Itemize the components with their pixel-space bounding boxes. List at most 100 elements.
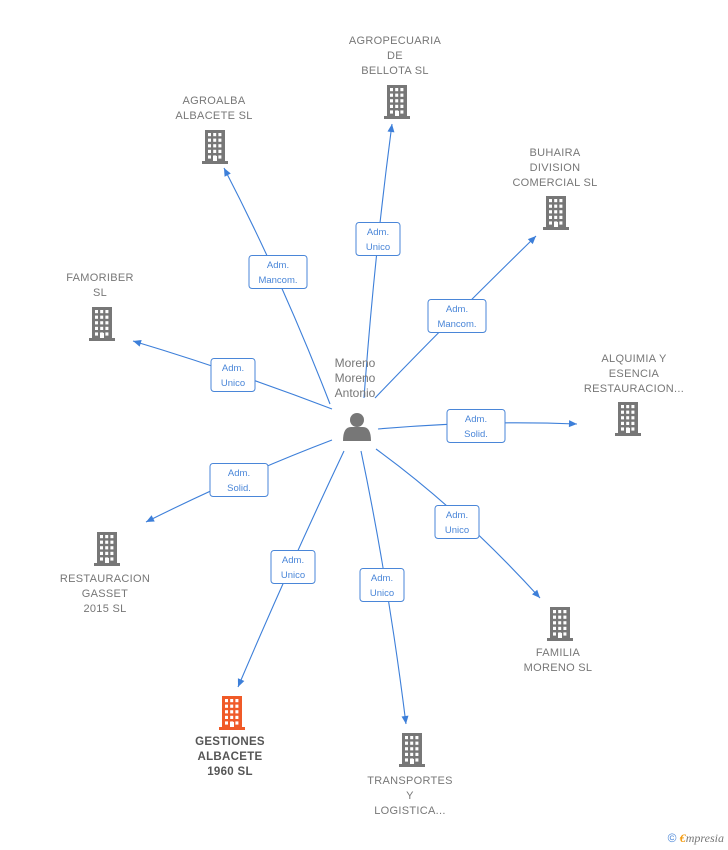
building-icon <box>94 532 120 566</box>
edge-label-box <box>355 222 401 256</box>
company-name-line: 1960 SL <box>207 766 253 778</box>
edge-label-line: Adm. <box>222 363 244 374</box>
arrowhead <box>532 589 540 598</box>
edge-label-line: Adm. <box>282 555 304 566</box>
building-icon <box>219 696 245 730</box>
company-name-line: BUHAIRA <box>530 147 581 159</box>
company-node-familia[interactable]: FAMILIA MORENO SL <box>524 607 593 674</box>
edge-role-label[interactable]: Adm. Unico <box>270 550 316 584</box>
edge-role-label[interactable]: Adm. Solid. <box>446 409 506 443</box>
edge-line <box>363 123 393 399</box>
edge-label-line: Adm. <box>446 510 468 521</box>
edges-layer: Adm.UnicoAdm.Mancom.Adm.Mancom.Adm.Unico… <box>132 123 578 725</box>
edge-buhaira: Adm.Mancom. <box>374 235 537 399</box>
company-name-line: MORENO SL <box>524 662 593 674</box>
edge-familia: Adm.Unico <box>375 448 541 599</box>
edge-alquimia: Adm. Solid. <box>377 409 578 443</box>
edge-label-line: Mancom. <box>258 275 297 286</box>
edge-label-box <box>434 505 480 539</box>
company-name-line: FAMORIBER <box>66 272 134 284</box>
company-name-line: 2015 SL <box>83 603 126 615</box>
arrowhead <box>401 715 409 724</box>
edge-role-label[interactable]: Adm.Mancom. <box>427 299 487 333</box>
arrowhead <box>224 168 231 177</box>
company-name-line: GASSET <box>82 588 128 600</box>
edge-label-line: Unico <box>281 570 305 581</box>
edge-role-label[interactable]: Adm. Solid. <box>209 463 269 497</box>
person-name-line: Antonio <box>335 386 376 400</box>
building-icon <box>384 85 410 119</box>
company-node-transportes[interactable]: TRANSPORTES Y LOGISTICA... <box>367 733 453 817</box>
company-node-restauracion[interactable]: RESTAURACION GASSET 2015 SL <box>60 532 150 615</box>
arrowhead <box>568 420 577 428</box>
arrowhead <box>133 339 142 347</box>
edge-label-line: Adm. <box>465 414 487 425</box>
edge-role-label[interactable]: Adm. Mancom. <box>248 255 308 289</box>
person-name-line: Moreno <box>335 356 376 370</box>
footer-brand: © €mpresia <box>668 831 724 846</box>
company-name-line: ESENCIA <box>609 368 660 380</box>
edge-gestiones: Adm. Unico <box>237 450 345 688</box>
company-node-agroalba[interactable]: AGROALBA ALBACETE SL <box>175 95 252 164</box>
company-node-agropecuaria[interactable]: AGROPECUARIA DE BELLOTA SL <box>349 35 442 119</box>
company-name-line: DE <box>387 50 403 62</box>
edge-label-box <box>248 255 308 289</box>
company-node-gestiones[interactable]: GESTIONES ALBACETE 1960 SL <box>195 696 265 778</box>
building-icon <box>89 307 115 341</box>
company-name-line: GESTIONES <box>195 736 265 748</box>
edge-role-label[interactable]: Adm.Unico <box>434 505 480 539</box>
person-icon <box>343 413 371 441</box>
edge-label-line: Unico <box>370 588 394 599</box>
edge-label-line: Solid. <box>464 429 488 440</box>
edge-label-box <box>359 568 405 602</box>
edge-label-line: Adm. <box>367 227 389 238</box>
company-name-line: Y <box>406 790 414 802</box>
edge-role-label[interactable]: Adm. Unico <box>355 222 401 256</box>
nodes-layer: MorenoMorenoAntonioAGROPECUARIADEBELLOTA… <box>60 35 684 817</box>
company-name-line: DIVISION <box>530 162 581 174</box>
edge-label-line: Adm. <box>371 573 393 584</box>
company-name-line: ALBACETE SL <box>175 110 252 122</box>
company-name-line: BELLOTA SL <box>361 65 429 77</box>
company-name-line: SL <box>93 287 107 299</box>
company-name-line: AGROALBA <box>183 95 246 107</box>
company-name-line: AGROPECUARIA <box>349 35 442 47</box>
company-name-line: TRANSPORTES <box>367 775 453 787</box>
edge-label-box <box>446 409 506 443</box>
edge-label-line: Adm. <box>446 304 468 315</box>
edge-agropecuaria: Adm. Unico <box>355 123 401 399</box>
edge-role-label[interactable]: Adm.Unico <box>210 358 256 392</box>
edge-label-line: Adm. <box>267 260 289 271</box>
edge-label-box <box>270 550 316 584</box>
edge-label-box <box>427 299 487 333</box>
company-name-line: FAMILIA <box>536 647 581 659</box>
company-name-line: RESTAURACION... <box>584 383 684 395</box>
company-node-buhaira[interactable]: BUHAIRA DIVISION COMERCIAL SL <box>512 147 597 230</box>
copyright-symbol: © <box>667 831 677 845</box>
person-name-line: Moreno <box>335 371 376 385</box>
building-icon <box>543 196 569 230</box>
building-icon <box>202 130 228 164</box>
edge-label-box <box>210 358 256 392</box>
arrowhead <box>527 236 536 245</box>
company-name-line: COMERCIAL SL <box>512 177 597 189</box>
edge-label-line: Unico <box>366 242 390 253</box>
edge-role-label[interactable]: Adm. Unico <box>359 568 405 602</box>
edge-label-line: Solid. <box>227 483 251 494</box>
edge-label-line: Adm. <box>228 468 250 479</box>
company-node-famoriber[interactable]: FAMORIBER SL <box>66 272 134 341</box>
edge-famoriber: Adm.Unico <box>132 339 333 410</box>
company-name-line: ALBACETE <box>197 751 262 763</box>
company-node-alquimia[interactable]: ALQUIMIA Y ESENCIA RESTAURACION... <box>584 353 684 436</box>
building-icon <box>399 733 425 767</box>
arrowhead <box>387 124 395 133</box>
arrowhead <box>237 678 245 687</box>
company-name-line: ALQUIMIA Y <box>601 353 667 365</box>
edge-restauracion: Adm. Solid. <box>145 439 333 523</box>
company-name-line: RESTAURACION <box>60 573 150 585</box>
empresia-logo[interactable]: €mpresia <box>679 831 724 845</box>
company-name-line: LOGISTICA... <box>374 805 445 817</box>
building-icon <box>547 607 573 641</box>
